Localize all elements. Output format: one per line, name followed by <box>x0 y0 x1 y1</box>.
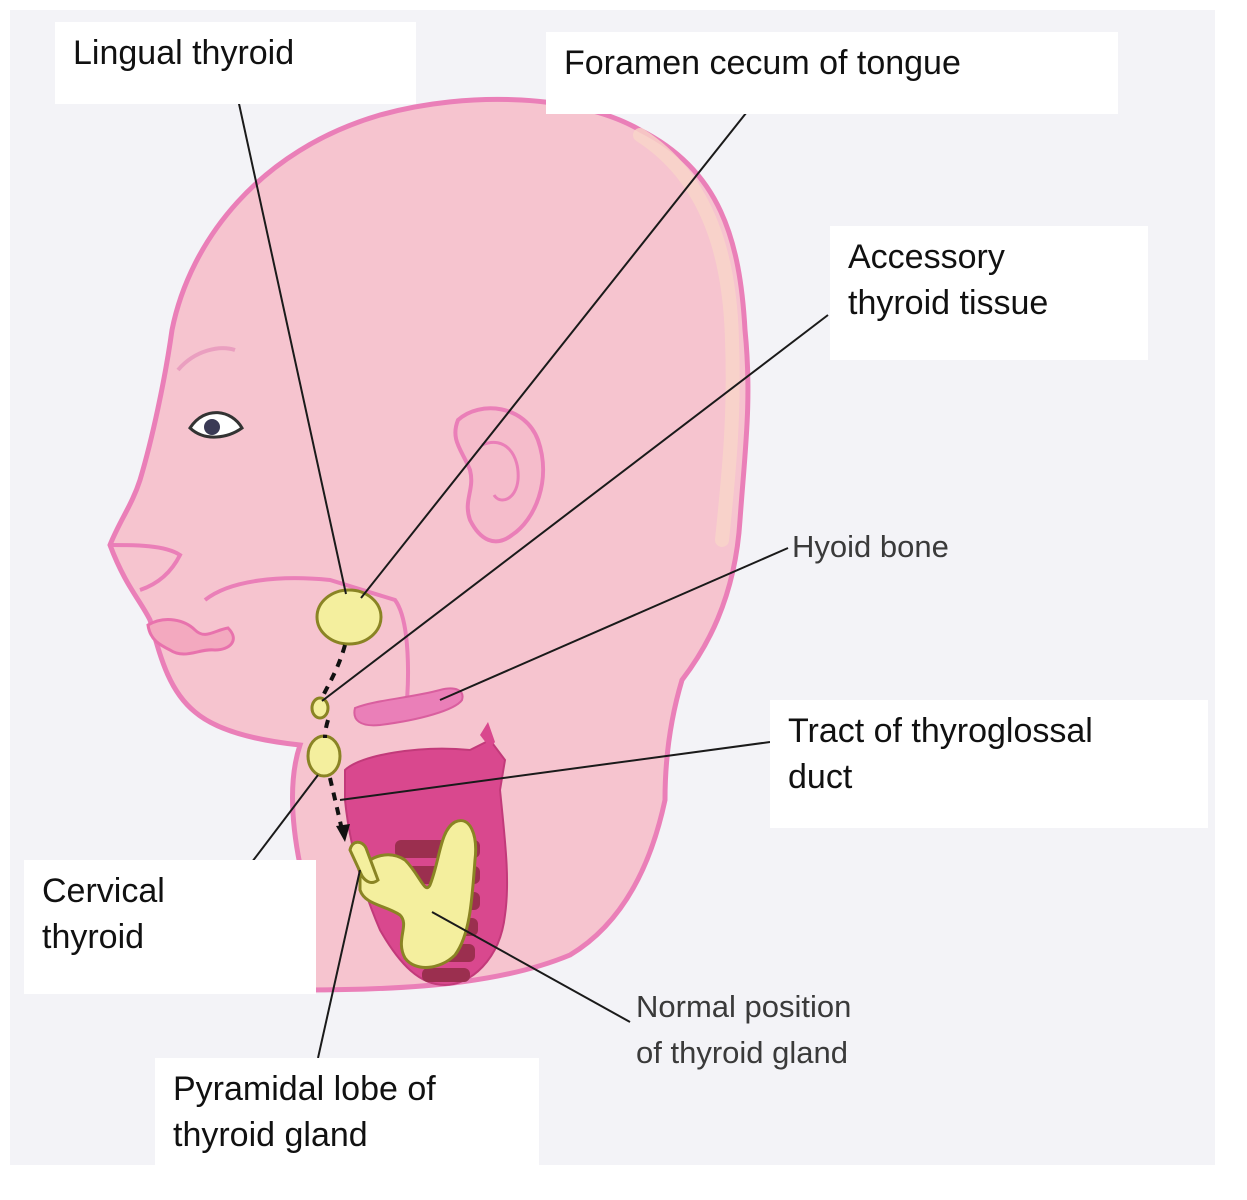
tract-arrowhead <box>336 824 350 842</box>
label-foramen-cecum: Foramen cecum of tongue <box>546 32 1118 114</box>
label-accessory-thyroid: Accessory thyroid tissue <box>830 226 1148 360</box>
hyoid-bone <box>353 687 464 727</box>
thyroid-gland <box>358 819 478 969</box>
label-hyoid-bone: Hyoid bone <box>792 529 949 564</box>
nose <box>109 543 183 592</box>
cervical-thyroid <box>306 734 342 778</box>
label-cervical-thyroid: Cervical thyroid <box>24 860 316 994</box>
accessory-thyroid <box>310 696 330 720</box>
ear <box>453 406 546 544</box>
lips <box>146 618 235 656</box>
jaw-line <box>203 576 410 721</box>
label-thyroglossal-tract: Tract of thyroglossal duct <box>770 700 1208 828</box>
lingual-thyroid <box>315 588 383 646</box>
label-pyramidal-lobe: Pyramidal lobe of thyroid gland <box>155 1058 539 1188</box>
leader-lines <box>235 89 829 1059</box>
label-lingual-thyroid: Lingual thyroid <box>55 22 416 104</box>
eyebrow <box>176 346 236 372</box>
label-normal-position: Normal position of thyroid gland <box>636 989 852 1070</box>
pyramidal-lobe <box>348 840 380 885</box>
